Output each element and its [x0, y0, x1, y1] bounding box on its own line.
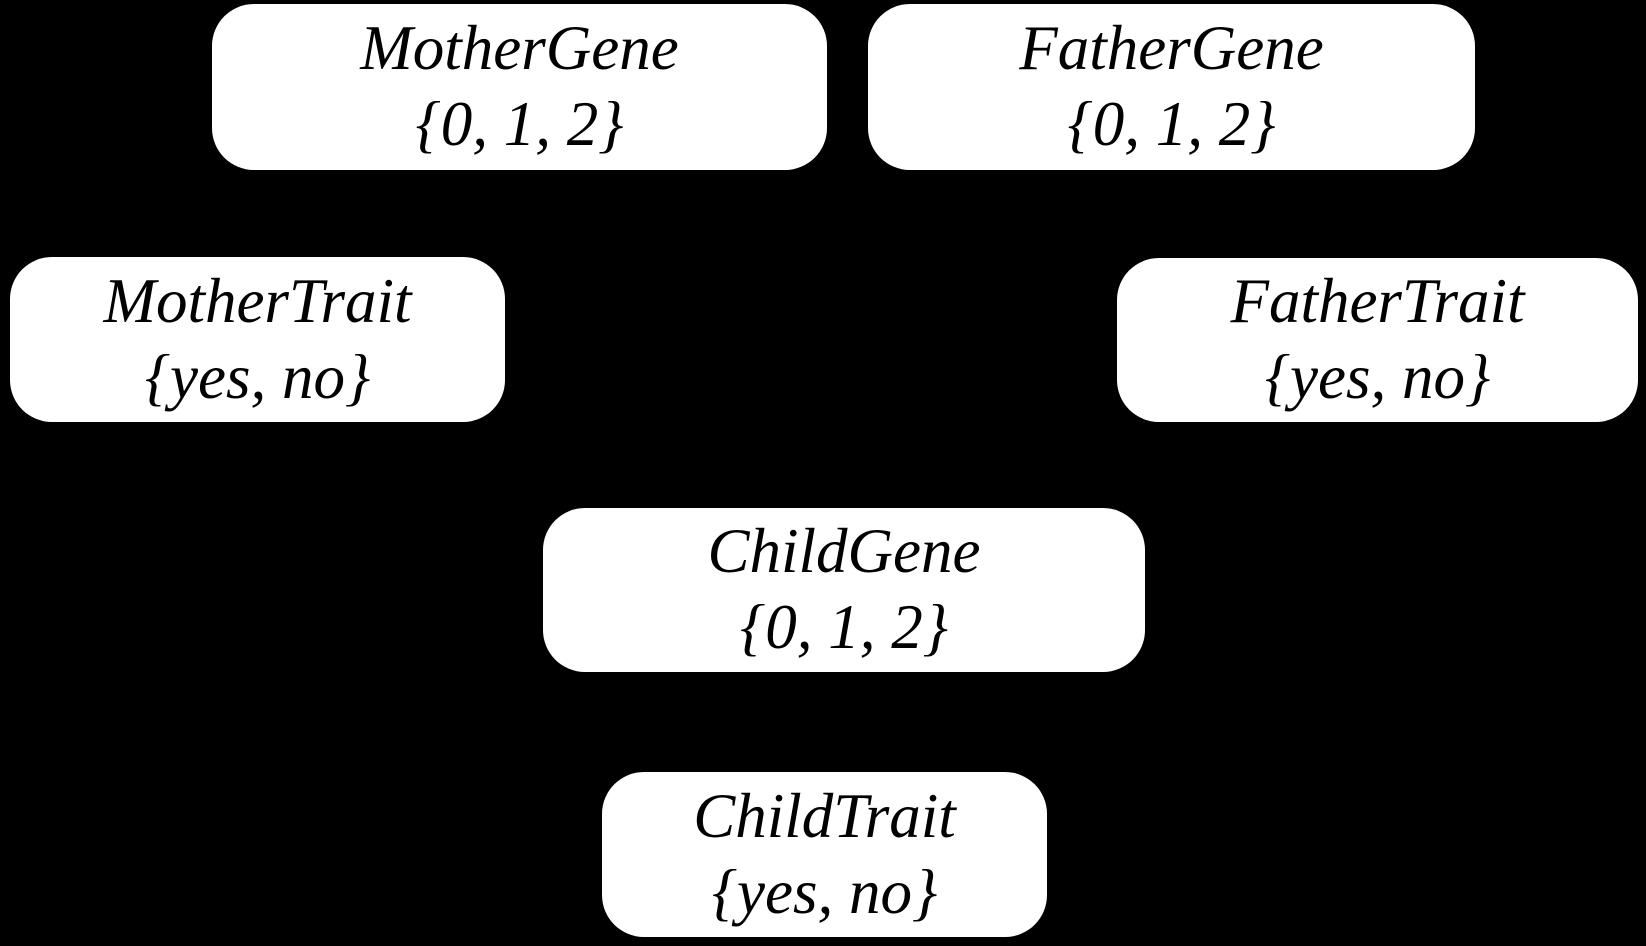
node-mother-trait-values: {yes, no} — [144, 341, 371, 412]
node-mother-gene-label: MotherGene — [360, 13, 679, 84]
node-child-gene: ChildGene {0, 1, 2} — [543, 508, 1145, 672]
node-mother-trait-label: MotherTrait — [103, 265, 412, 336]
node-child-trait: ChildTrait {yes, no} — [602, 772, 1047, 937]
node-father-trait: FatherTrait {yes, no} — [1117, 258, 1638, 422]
node-father-gene: FatherGene {0, 1, 2} — [868, 4, 1475, 170]
node-mother-gene: MotherGene {0, 1, 2} — [212, 4, 827, 170]
node-mother-gene-values: {0, 1, 2} — [415, 89, 624, 159]
node-child-gene-values: {0, 1, 2} — [740, 592, 948, 662]
node-child-gene-label: ChildGene — [707, 516, 981, 587]
node-mother-trait: MotherTrait {yes, no} — [10, 257, 505, 422]
node-father-gene-values: {0, 1, 2} — [1067, 89, 1276, 159]
node-father-trait-values: {yes, no} — [1264, 342, 1491, 412]
node-father-gene-label: FatherGene — [1019, 13, 1324, 84]
node-father-trait-label: FatherTrait — [1230, 266, 1525, 337]
node-child-trait-values: {yes, no} — [711, 856, 938, 927]
node-child-trait-label: ChildTrait — [693, 780, 956, 851]
